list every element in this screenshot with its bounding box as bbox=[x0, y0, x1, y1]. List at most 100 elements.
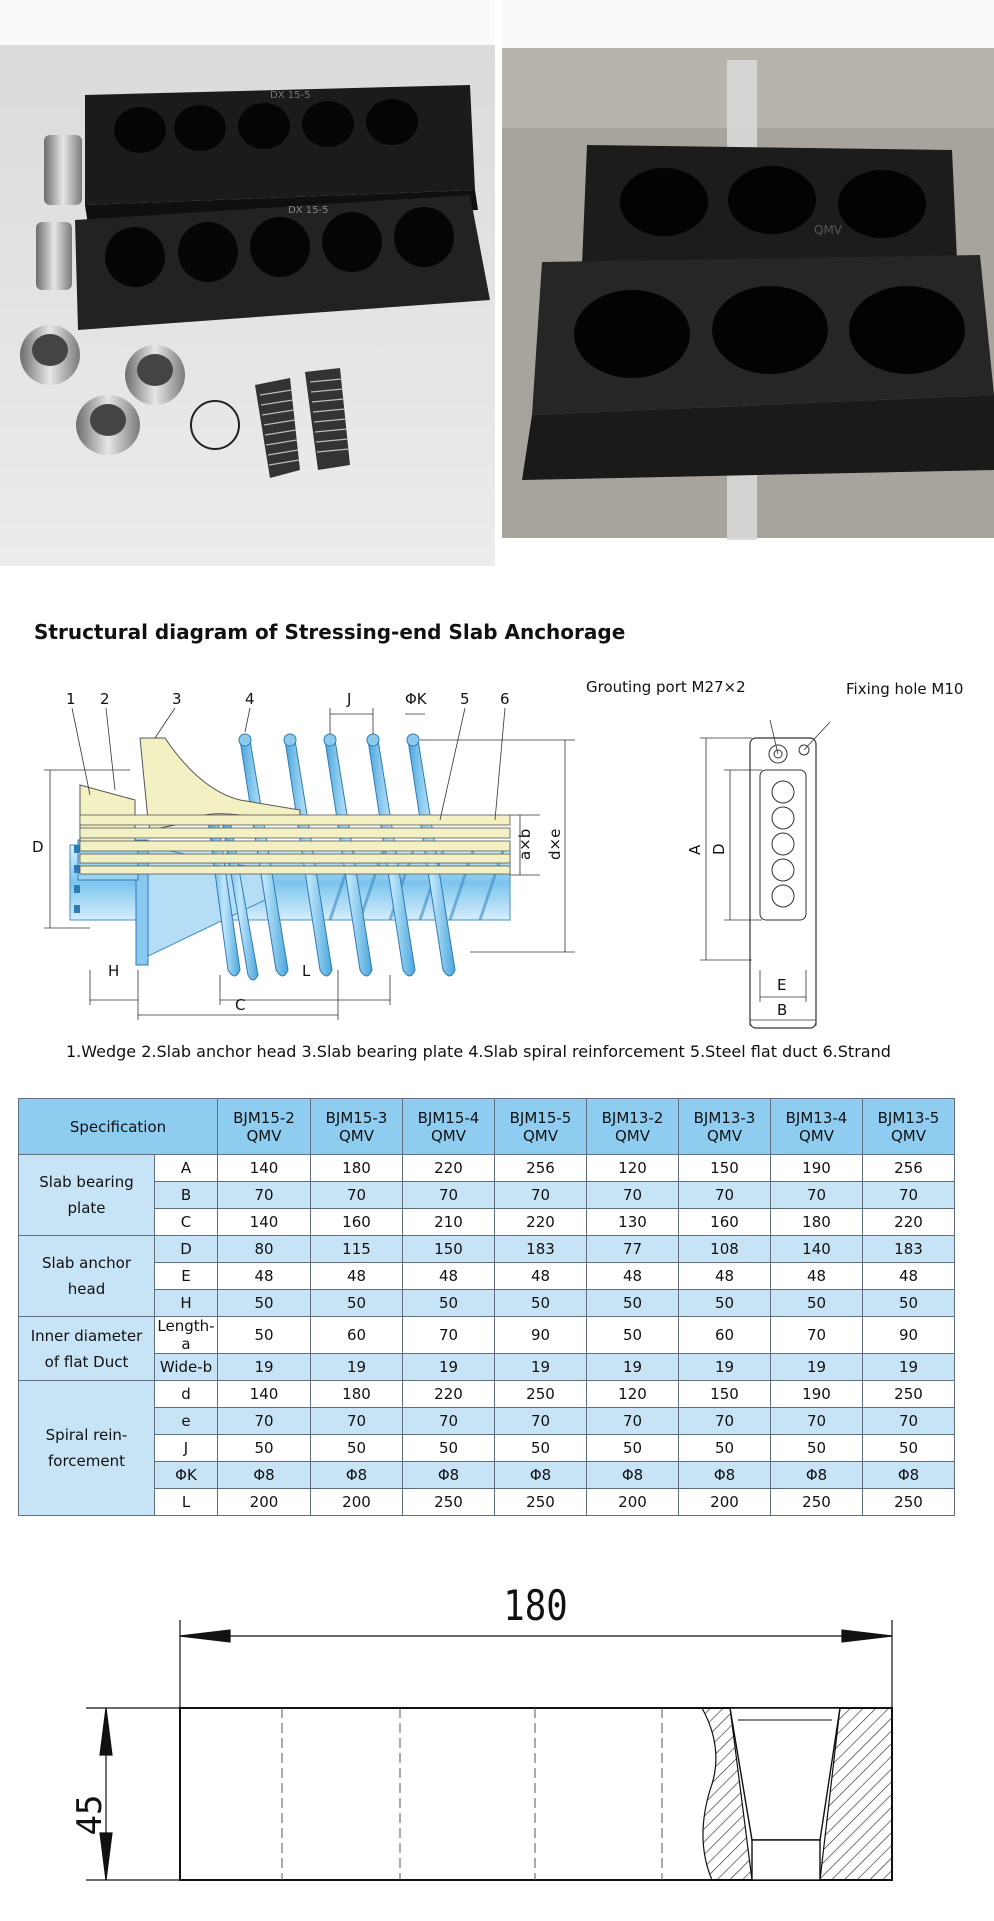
table-cell: Φ8 bbox=[862, 1461, 955, 1489]
table-cell: 70 bbox=[402, 1407, 495, 1435]
table-cell: 70 bbox=[494, 1181, 587, 1209]
table-cell: 19 bbox=[678, 1353, 771, 1381]
table-cell: 48 bbox=[862, 1262, 955, 1290]
row-parameter: C bbox=[154, 1208, 218, 1236]
table-cell: 150 bbox=[402, 1235, 495, 1263]
table-cell: 60 bbox=[678, 1316, 771, 1354]
table-cell: Φ8 bbox=[402, 1461, 495, 1489]
photo-anchor-plates: QMV bbox=[502, 0, 994, 566]
table-cell: 70 bbox=[770, 1181, 863, 1209]
table-cell: 70 bbox=[310, 1407, 403, 1435]
row-parameter: e bbox=[154, 1407, 218, 1435]
grouting-port-label: Grouting port M27×2 bbox=[586, 678, 746, 696]
label-front-D: D bbox=[710, 843, 728, 855]
table-cell: 50 bbox=[217, 1289, 311, 1317]
front-view: Grouting port M27×2 Fixing hole M10 A D … bbox=[586, 678, 963, 1029]
photo-anchor-plates-image: QMV bbox=[502, 0, 994, 566]
row-group-label: Spiral rein-forcement bbox=[18, 1380, 155, 1516]
table-cell: 60 bbox=[310, 1316, 403, 1354]
plate-marking-bottom: DX 15-5 bbox=[288, 205, 328, 216]
table-cell: 220 bbox=[494, 1208, 587, 1236]
row-parameter: ΦK bbox=[154, 1461, 218, 1489]
label-A: A bbox=[686, 844, 704, 855]
table-cell: 70 bbox=[586, 1407, 679, 1435]
table-cell: Φ8 bbox=[494, 1461, 587, 1489]
table-cell: 50 bbox=[862, 1434, 955, 1462]
table-cell: 180 bbox=[770, 1208, 863, 1236]
table-cell: 50 bbox=[402, 1434, 495, 1462]
table-cell: 70 bbox=[217, 1181, 311, 1209]
label-L: L bbox=[302, 962, 311, 980]
row-parameter: Wide-b bbox=[154, 1353, 218, 1381]
table-cell: 200 bbox=[678, 1488, 771, 1516]
table-cell: Φ8 bbox=[770, 1461, 863, 1489]
table-cell: 48 bbox=[494, 1262, 587, 1290]
table-cell: 250 bbox=[862, 1488, 955, 1516]
table-cell: 190 bbox=[770, 1380, 863, 1408]
table-cell: 50 bbox=[402, 1289, 495, 1317]
row-parameter: B bbox=[154, 1181, 218, 1209]
side-view: 1 2 3 4 J ΦK 5 6 D a×b d×e H L C bbox=[32, 690, 575, 1020]
plate-dimension-drawing: 180 45 bbox=[70, 1582, 893, 1881]
table-cell: 70 bbox=[402, 1316, 495, 1354]
table-cell: 50 bbox=[494, 1434, 587, 1462]
table-cell: 50 bbox=[586, 1289, 679, 1317]
table-cell: 50 bbox=[770, 1289, 863, 1317]
table-cell: 130 bbox=[586, 1208, 679, 1236]
table-cell: Φ8 bbox=[310, 1461, 403, 1489]
table-cell: 50 bbox=[310, 1434, 403, 1462]
table-cell: 250 bbox=[494, 1380, 587, 1408]
table-cell: 70 bbox=[678, 1181, 771, 1209]
table-cell: 70 bbox=[862, 1181, 955, 1209]
label-H: H bbox=[108, 962, 119, 980]
label-5: 5 bbox=[460, 690, 470, 708]
table-cell: 77 bbox=[586, 1235, 679, 1263]
row-parameter: A bbox=[154, 1154, 218, 1182]
table-cell: 140 bbox=[770, 1235, 863, 1263]
label-1: 1 bbox=[66, 690, 76, 708]
table-cell: 180 bbox=[310, 1154, 403, 1182]
table-cell: 50 bbox=[862, 1289, 955, 1317]
table-cell: 180 bbox=[310, 1380, 403, 1408]
table-cell: 70 bbox=[402, 1181, 495, 1209]
table-cell: 50 bbox=[217, 1434, 311, 1462]
photo-anchor-kit-image: DX 15-5 DX 15-5 bbox=[0, 0, 495, 566]
table-cell: 250 bbox=[862, 1380, 955, 1408]
table-cell: 115 bbox=[310, 1235, 403, 1263]
label-B: B bbox=[777, 1001, 787, 1019]
table-cell: 160 bbox=[678, 1208, 771, 1236]
table-cell: 256 bbox=[862, 1154, 955, 1182]
table-cell: 120 bbox=[586, 1154, 679, 1182]
table-cell: 200 bbox=[310, 1488, 403, 1516]
table-cell: 48 bbox=[678, 1262, 771, 1290]
table-cell: 183 bbox=[494, 1235, 587, 1263]
table-cell: 50 bbox=[678, 1289, 771, 1317]
row-parameter: H bbox=[154, 1289, 218, 1317]
table-cell: 19 bbox=[217, 1353, 311, 1381]
label-2: 2 bbox=[100, 690, 110, 708]
table-cell: 220 bbox=[862, 1208, 955, 1236]
row-parameter: d bbox=[154, 1380, 218, 1408]
table-cell: 19 bbox=[494, 1353, 587, 1381]
table-cell: 70 bbox=[862, 1407, 955, 1435]
table-cell: 50 bbox=[586, 1434, 679, 1462]
table-cell: 108 bbox=[678, 1235, 771, 1263]
plate-marking: QMV bbox=[814, 223, 843, 237]
table-cell: 120 bbox=[586, 1380, 679, 1408]
photo-anchor-kit: DX 15-5 DX 15-5 bbox=[0, 0, 495, 566]
table-cell: 80 bbox=[217, 1235, 311, 1263]
table-cell: 220 bbox=[402, 1380, 495, 1408]
